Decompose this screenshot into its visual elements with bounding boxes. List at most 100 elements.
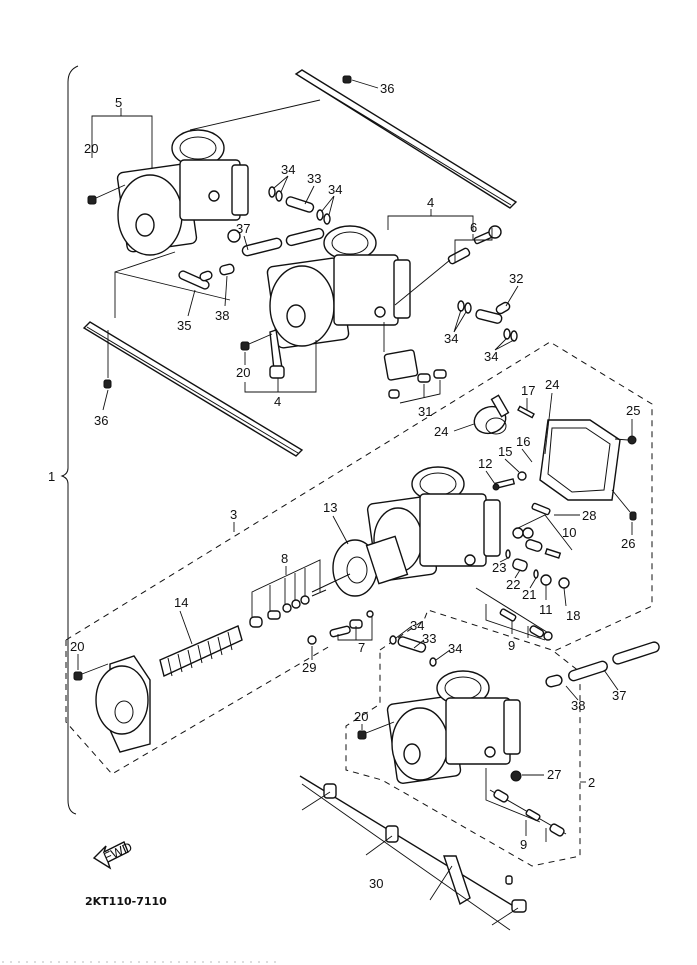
callout-4-b: 4: [274, 394, 281, 409]
o-ring-34-e: [389, 635, 397, 645]
screw-17: [517, 405, 535, 419]
callout-17: 17: [521, 383, 535, 398]
callout-38-a: 38: [215, 308, 229, 323]
callout-13: 13: [323, 500, 337, 515]
screw-26: [611, 489, 637, 521]
cover-24: [539, 419, 621, 501]
screw-25: [614, 435, 637, 445]
plug-18: [558, 577, 570, 589]
callout-34-f: 34: [448, 641, 462, 656]
callout-37-a: 37: [236, 221, 250, 236]
screw-set-7: [329, 610, 374, 638]
callout-34-d: 34: [484, 349, 498, 364]
callout-23: 23: [492, 560, 506, 575]
callout-24: 24: [545, 377, 559, 392]
group-3-boundary: [65, 341, 653, 775]
holder-22: [512, 558, 528, 572]
assembly-label: 1: [48, 469, 55, 484]
o-ring-21: [533, 569, 539, 579]
fwd-label: FWD: [101, 839, 134, 865]
upper-rail: [294, 69, 518, 209]
callout-29: 29: [302, 660, 316, 675]
screw-36-top: [342, 75, 379, 89]
t-joint-35: [178, 270, 213, 290]
callout-14: 14: [174, 595, 188, 610]
callout-9-a: 9: [508, 638, 515, 653]
diagram-code: 2KT110-7110: [85, 895, 167, 908]
callout-33-a: 33: [307, 171, 321, 186]
bracket-31: [383, 349, 447, 399]
collar-38-b: [545, 674, 563, 688]
jet-11: [540, 574, 552, 586]
screw-20-c: [73, 663, 109, 681]
callout-21: 21: [522, 587, 536, 602]
callout-4-a: 4: [427, 195, 434, 210]
callout-10: 10: [562, 525, 576, 540]
callout-27: 27: [547, 767, 561, 782]
callout-6: 6: [470, 220, 477, 235]
callout-9-b: 9: [520, 837, 527, 852]
carburetor-3: [366, 466, 501, 582]
callout-36-bottom: 36: [94, 413, 108, 428]
callout-37-b: 37: [612, 688, 626, 703]
callout-25: 25: [626, 403, 640, 418]
carburetor-4: [266, 225, 411, 349]
joint-33-b: [397, 636, 427, 653]
callout-38-b: 38: [571, 698, 585, 713]
callout-30: 30: [369, 876, 383, 891]
callout-15: 15: [498, 444, 512, 459]
hose-37-a: [241, 227, 325, 257]
callout-33-b: 33: [422, 631, 436, 646]
callout-34-c: 34: [444, 331, 458, 346]
collar-38-a: [219, 263, 235, 276]
carburetor-5: [116, 129, 249, 256]
screw-28: [531, 502, 551, 516]
o-ring-23: [505, 549, 511, 559]
needle-set-8: [249, 589, 327, 628]
callout-36-top: 36: [380, 81, 394, 96]
carburetor-2: [386, 670, 521, 784]
callout-31: 31: [418, 404, 432, 419]
callout-7: 7: [358, 640, 365, 655]
callout-3: 3: [230, 507, 237, 522]
joint-32: [475, 301, 511, 324]
o-ring-34-f: [429, 657, 437, 667]
callout-2: 2: [588, 775, 595, 790]
screw-36-bottom: [102, 330, 112, 411]
callout-34-b: 34: [328, 182, 342, 197]
screw-20-b: [240, 333, 273, 351]
plug-27: [510, 770, 522, 782]
callout-11: 11: [539, 602, 553, 617]
lower-rail: [82, 321, 304, 457]
callout-20-d: 20: [354, 709, 368, 724]
callout-35: 35: [177, 318, 191, 333]
screw-20-a: [87, 184, 126, 205]
joint-33-a: [285, 196, 315, 213]
throttle-lever-4: [269, 329, 285, 379]
callout-32: 32: [509, 271, 523, 286]
callout-20-c: 20: [70, 639, 84, 654]
callout-16: 16: [516, 434, 530, 449]
hose-37-b: [568, 641, 660, 682]
pilot-set-9-b: [489, 789, 567, 837]
bolt-12: [492, 478, 516, 491]
callout-34-a: 34: [281, 162, 295, 177]
throttle-linkage-30: [299, 775, 527, 913]
o-rings-34-b: [316, 209, 331, 225]
callout-19: 24: [434, 424, 448, 439]
screw-20-d: [357, 721, 395, 740]
callout-34-e: 34: [410, 618, 424, 633]
spring-14: [159, 625, 243, 677]
o-rings-34-d: [503, 328, 518, 342]
o-rings-34-a: [268, 186, 283, 202]
chamber-cover: [95, 655, 151, 753]
callout-12: 12: [478, 456, 492, 471]
callout-28: 28: [582, 508, 596, 523]
callout-20-b: 20: [236, 365, 250, 380]
intake-19: [473, 394, 510, 435]
fwd-arrow: FWD: [92, 839, 134, 870]
callout-26: 26: [621, 536, 635, 551]
callout-8: 8: [281, 551, 288, 566]
nut-15: [517, 471, 527, 481]
